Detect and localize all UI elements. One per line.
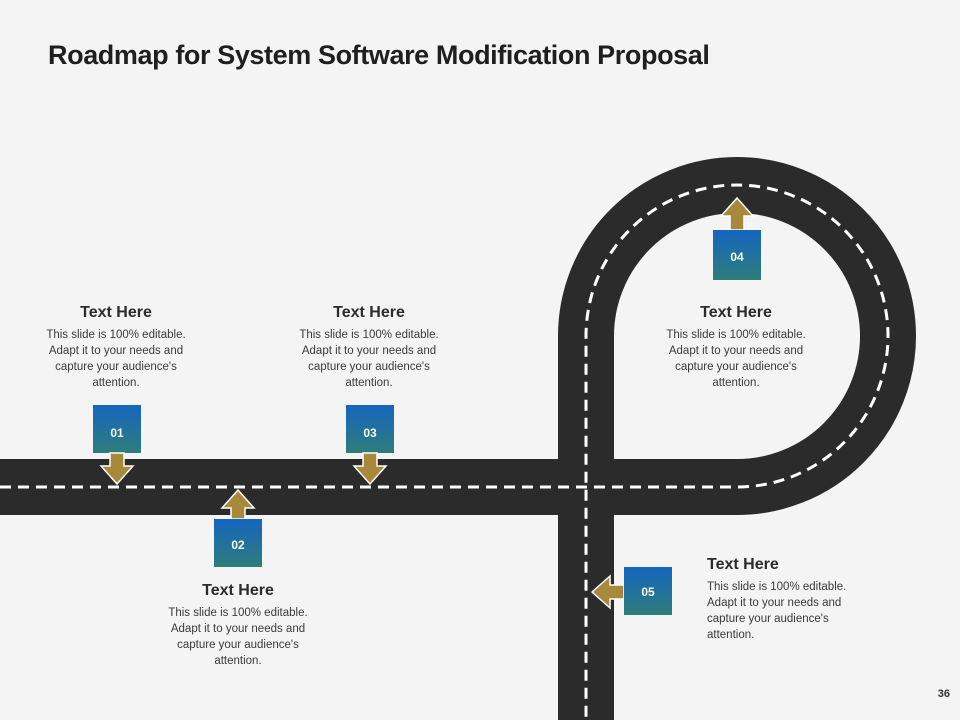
milestone-03-body: This slide is 100% editable. Adapt it to… <box>299 329 439 389</box>
milestone-04-box <box>713 230 761 280</box>
milestone-01-body: This slide is 100% editable. Adapt it to… <box>46 329 186 389</box>
milestone-04-number: 04 <box>730 250 744 264</box>
page-number: 36 <box>937 688 950 700</box>
milestone-01-text: Text Here This slide is 100% editable. A… <box>46 304 186 391</box>
milestone-02-heading: Text Here <box>202 582 274 599</box>
milestone-marker-04: 04 <box>713 196 761 280</box>
milestone-03-number: 03 <box>363 426 377 440</box>
milestone-01-box <box>93 405 141 453</box>
milestone-04-text: Text Here This slide is 100% editable. A… <box>666 304 806 391</box>
milestone-01-arrow <box>99 452 135 486</box>
milestone-03-text: Text Here This slide is 100% editable. A… <box>299 304 439 391</box>
milestone-marker-03: 03 <box>346 405 394 486</box>
milestone-marker-01: 01 <box>93 405 141 486</box>
slide-title: Roadmap for System Software Modification… <box>48 40 710 70</box>
milestone-05-number: 05 <box>641 585 655 599</box>
milestone-05-body: This slide is 100% editable. Adapt it to… <box>707 581 847 641</box>
milestone-02-body: This slide is 100% editable. Adapt it to… <box>168 607 308 667</box>
milestone-marker-05: 05 <box>590 567 672 615</box>
milestone-05-box <box>624 567 672 615</box>
milestone-01-number: 01 <box>110 426 124 440</box>
road-surface <box>0 157 916 720</box>
milestone-03-box <box>346 405 394 453</box>
milestone-01-heading: Text Here <box>80 304 152 321</box>
milestone-05-heading: Text Here <box>707 556 779 573</box>
milestone-04-heading: Text Here <box>700 304 772 321</box>
milestone-03-arrow <box>352 452 388 486</box>
milestone-02-box <box>214 519 262 567</box>
milestone-02-number: 02 <box>231 538 245 552</box>
milestone-03-heading: Text Here <box>333 304 405 321</box>
milestone-marker-02: 02 <box>214 488 262 567</box>
milestone-04-body: This slide is 100% editable. Adapt it to… <box>666 329 806 389</box>
milestone-02-text: Text Here This slide is 100% editable. A… <box>168 582 308 669</box>
milestone-05-text: Text Here This slide is 100% editable. A… <box>707 556 847 643</box>
